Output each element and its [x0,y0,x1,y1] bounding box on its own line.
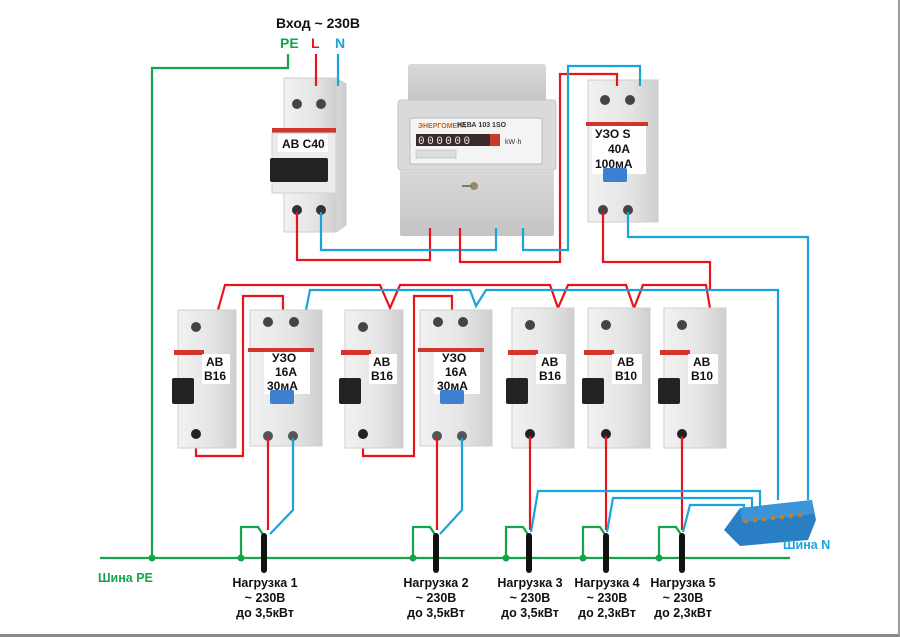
rcd-1-test-button[interactable] [270,390,294,404]
electricity-meter: ЭНЕРГОМЕРА НЕВА 103 1SO 000000 kW·h [397,64,557,236]
main-rcd-line3: 100мА [595,157,633,171]
breaker-4-toggle[interactable] [582,378,604,404]
rcd-1-label-leakage: 30мА [267,379,298,393]
load-1-power: до 3,5кВт [236,606,294,620]
rcd-2-label-leakage: 30мА [437,379,468,393]
load-3-power: до 3,5кВт [501,606,559,620]
breaker-3-label-rating: В16 [539,369,561,383]
load-cables [261,533,685,573]
main-breaker-toggle[interactable] [270,158,328,182]
rcd-1-label-current: 16А [275,365,297,379]
rcd-1-label-type: УЗО [272,351,296,365]
load-3-name: Нагрузка 3 [497,576,562,590]
breaker-5-label-rating: В10 [691,369,713,383]
main-rcd[interactable]: УЗО S 40А 100мА [586,79,659,223]
load-2-name: Нагрузка 2 [403,576,468,590]
rcd-1[interactable]: УЗО 16А 30мА [248,309,323,447]
breaker-3[interactable]: АВ В16 [506,307,575,449]
load-5-power: до 2,3кВт [654,606,712,620]
input-title: Вход ~ 230В [276,15,360,31]
rcd-2-label-type: УЗО [442,351,466,365]
pe-bus-label: Шина PE [98,571,153,585]
breaker-1-toggle[interactable] [172,378,194,404]
breaker-4[interactable]: АВ В10 [582,307,651,449]
load-5-voltage: ~ 230В [663,591,704,605]
breaker-2[interactable]: АВ В16 [339,309,404,449]
input-l-label: L [311,35,320,51]
load-5-name: Нагрузка 5 [650,576,715,590]
rcd-2[interactable]: УЗО 16А 30мА [418,309,493,447]
load-4-name: Нагрузка 4 [574,576,639,590]
main-rcd-line1: УЗО S [595,127,631,141]
load-3-voltage: ~ 230В [510,591,551,605]
svg-text:ЭНЕРГОМЕРА: ЭНЕРГОМЕРА [418,123,466,130]
breaker-3-toggle[interactable] [506,378,528,404]
breaker-5[interactable]: АВ В10 [658,307,727,449]
pe-junction-dots [148,554,663,562]
breaker-4-label-type: АВ [617,355,635,369]
rcd-2-test-button[interactable] [440,390,464,404]
breaker-2-label-rating: В16 [371,369,393,383]
neutral-bus-label: Шина N [783,538,830,552]
neutral-bus [724,500,816,546]
breaker-5-toggle[interactable] [658,378,680,404]
meter-unit: kW·h [505,139,521,146]
load-2-power: до 3,5кВт [407,606,465,620]
input-pe-label: PE [280,35,299,51]
breaker-2-toggle[interactable] [339,378,361,404]
rcd-2-label-current: 16А [445,365,467,379]
main-rcd-test-button[interactable] [603,168,627,182]
breaker-2-label-type: АВ [373,355,391,369]
breaker-5-label-type: АВ [693,355,711,369]
load-4-voltage: ~ 230В [587,591,628,605]
load-1-voltage: ~ 230В [245,591,286,605]
breaker-1-label-type: АВ [206,355,224,369]
meter-model: НЕВА 103 1SO [457,122,507,129]
main-wiring [295,54,810,500]
load-2-voltage: ~ 230В [416,591,457,605]
load-wiring [266,436,762,535]
input-n-label: N [335,35,345,51]
main-rcd-line2: 40А [608,142,630,156]
pe-wires [100,54,790,560]
breaker-3-label-type: АВ [541,355,559,369]
load-4-power: до 2,3кВт [578,606,636,620]
breaker-1-label-rating: В16 [204,369,226,383]
load-1-name: Нагрузка 1 [232,576,297,590]
breaker-1[interactable]: АВ В16 [172,309,237,449]
meter-counter: 000000 [418,136,473,148]
main-breaker-label: АВ С40 [282,137,325,151]
load-labels: Нагрузка 1 ~ 230В до 3,5кВт Нагрузка 2 ~… [232,576,715,620]
main-breaker[interactable]: АВ С40 [270,77,347,233]
breaker-4-label-rating: В10 [615,369,637,383]
